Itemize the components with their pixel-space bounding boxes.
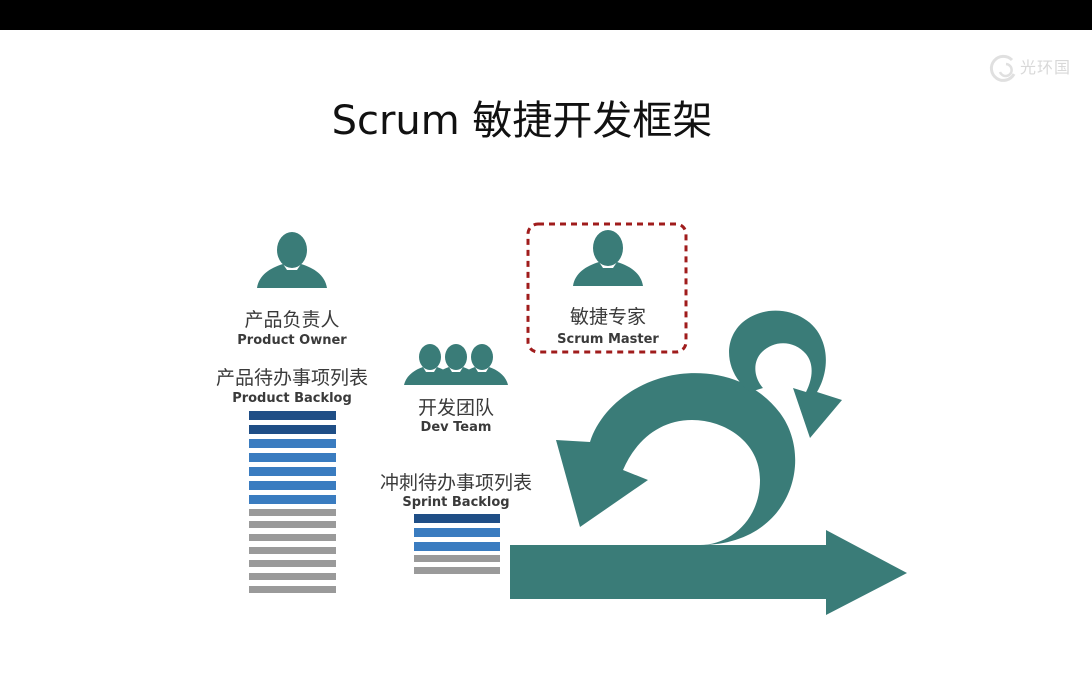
backlog-item xyxy=(249,495,336,504)
product-backlog-label-cn: 产品待办事项列表 xyxy=(216,367,368,389)
sprint-backlog-label-cn: 冲刺待办事项列表 xyxy=(380,472,532,494)
sprint-backlog-item xyxy=(414,514,500,523)
product-owner-icon xyxy=(257,232,327,288)
backlog-item xyxy=(249,560,336,567)
dev-team-icon xyxy=(404,344,508,385)
product-owner-label-en: Product Owner xyxy=(237,333,347,348)
backlog-item xyxy=(249,534,336,541)
top-black-bar xyxy=(0,0,1092,30)
daily-cycle-arrow xyxy=(729,310,842,438)
dev-team-label-en: Dev Team xyxy=(421,420,492,435)
sprint-forward-arrow xyxy=(510,530,907,615)
backlog-item xyxy=(249,521,336,528)
watermark-logo: 光环国 xyxy=(986,50,1086,86)
scrum-master-label-en: Scrum Master xyxy=(557,332,659,347)
sprint-label-en: Sprint xyxy=(657,492,727,516)
backlog-item xyxy=(249,509,336,516)
backlog-item xyxy=(249,481,336,490)
sprint-cycle-graphic xyxy=(510,310,907,615)
backlog-item xyxy=(249,573,336,580)
product-owner-label-cn: 产品负责人 xyxy=(244,309,339,331)
page-title: Scrum 敏捷开发框架 xyxy=(331,98,713,144)
sprint-backlog-stack xyxy=(414,514,500,574)
dev-team-label-cn: 开发团队 xyxy=(418,397,494,419)
backlog-item xyxy=(249,425,336,434)
backlog-item xyxy=(249,439,336,448)
product-backlog-stack xyxy=(249,411,336,593)
scrum-master-icon xyxy=(573,230,643,286)
product-backlog-label-en: Product Backlog xyxy=(232,391,352,406)
scrum-master-highlight-box xyxy=(526,222,688,354)
backlog-item xyxy=(249,453,336,462)
sprint-cycle-arrow xyxy=(556,373,796,545)
backlog-item xyxy=(249,411,336,420)
scrum-master-label-cn: 敏捷专家 xyxy=(570,306,646,328)
sprint-backlog-item xyxy=(414,555,500,562)
watermark-logo-icon xyxy=(989,54,1016,82)
sprint-backlog-item xyxy=(414,567,500,574)
sprint-backlog-item xyxy=(414,528,500,537)
backlog-item xyxy=(249,586,336,593)
sprint-backlog-item xyxy=(414,542,500,551)
watermark-text: 光环国 xyxy=(1020,58,1072,77)
backlog-item xyxy=(249,547,336,554)
sprint-backlog-label-en: Sprint Backlog xyxy=(402,495,509,510)
sprint-label-cn: 冲刺 xyxy=(670,463,714,488)
backlog-item xyxy=(249,467,336,476)
